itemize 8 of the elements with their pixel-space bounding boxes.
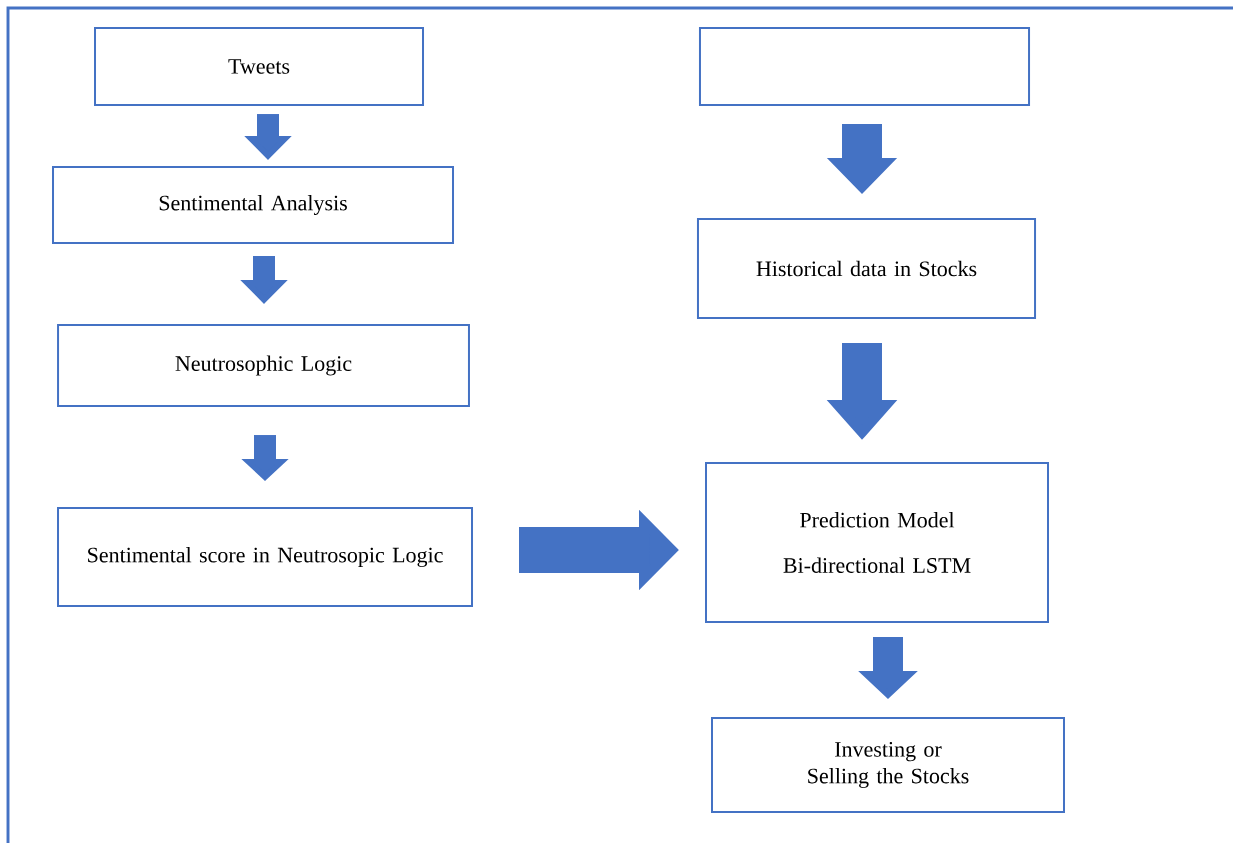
- process-box: Sentimental Analysis: [52, 166, 454, 244]
- process-box: Tweets: [94, 26, 424, 107]
- process-box: Sentimental score in Neutrosopic Logic: [57, 507, 473, 607]
- process-box: Neutrosophic Logic: [57, 323, 470, 408]
- process-box: [698, 26, 1031, 107]
- process-box: Historical data in Stocks: [696, 218, 1037, 319]
- process-box: Investing or Selling the Stocks: [711, 717, 1065, 813]
- process-box: Prediction Model Bi-directional LSTM: [705, 462, 1049, 623]
